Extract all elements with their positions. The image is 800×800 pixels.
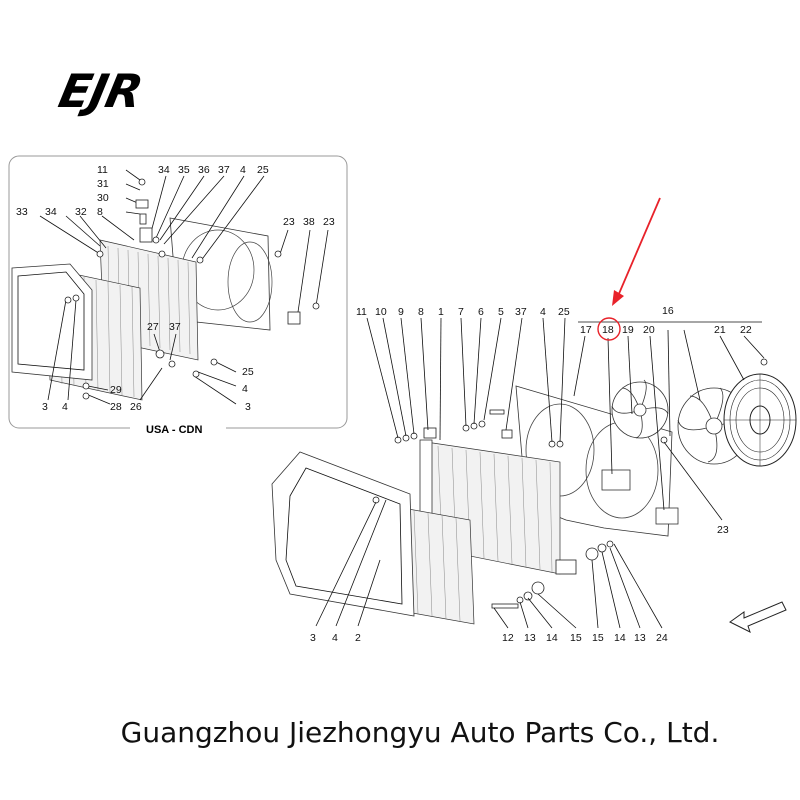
main-label-highlighted: 18 <box>602 324 614 336</box>
main-fan-1 <box>611 379 669 439</box>
inset-label: 25 <box>257 164 269 176</box>
inset-label: 23 <box>283 216 295 228</box>
main-label: 15 <box>570 632 582 644</box>
main-label: 2 <box>355 632 361 644</box>
main-label: 19 <box>622 324 634 336</box>
main-part-labels: 11 10 9 8 1 7 6 5 37 4 25 16 17 18 19 20… <box>310 305 752 644</box>
inset-label: 34 <box>158 164 170 176</box>
inset-label: 8 <box>97 206 103 218</box>
main-label: 1 <box>438 306 444 318</box>
main-label: 13 <box>524 632 536 644</box>
inset-part-labels: 11 31 30 8 33 34 32 34 35 36 37 4 25 23 … <box>16 164 335 413</box>
main-air-duct <box>271 451 415 617</box>
inset-label: 25 <box>242 366 254 378</box>
inset-label: 28 <box>110 401 122 413</box>
main-label: 24 <box>656 632 668 644</box>
main-label: 6 <box>478 306 484 318</box>
main-label: 7 <box>458 306 464 318</box>
main-label: 3 <box>310 632 316 644</box>
inset-label: 4 <box>62 401 68 413</box>
highlight-circle <box>597 317 621 341</box>
main-label: 14 <box>546 632 558 644</box>
inset-hardware <box>64 178 320 400</box>
main-label: 17 <box>580 324 592 336</box>
main-label: 22 <box>740 324 752 336</box>
main-label: 20 <box>643 324 655 336</box>
inset-label: 4 <box>242 383 248 395</box>
company-name: Guangzhou Jiezhongyu Auto Parts Co., Ltd… <box>120 716 720 749</box>
highlight-arrow-shaft <box>617 197 661 297</box>
main-label: 11 <box>356 306 367 318</box>
inset-label: 11 <box>97 164 108 176</box>
inset-label: 33 <box>16 206 28 218</box>
main-label: 10 <box>375 306 387 318</box>
inset-label: 35 <box>178 164 190 176</box>
inset-label: 32 <box>75 206 87 218</box>
main-label: 15 <box>592 632 604 644</box>
inset-label: 4 <box>240 164 246 176</box>
inset-label: 34 <box>45 206 57 218</box>
inset-caption: USA - CDN <box>146 424 202 436</box>
inset-label: 37 <box>169 321 181 333</box>
main-label: 25 <box>558 306 570 318</box>
main-label: 16 <box>662 305 674 317</box>
inset-label: 26 <box>130 401 142 413</box>
main-label: 14 <box>614 632 626 644</box>
inset-label: 23 <box>323 216 335 228</box>
inset-label: 3 <box>42 401 48 413</box>
inset-air-duct <box>11 263 93 381</box>
highlight-arrow-head <box>612 290 624 306</box>
main-label: 4 <box>540 306 546 318</box>
inset-label: 31 <box>97 178 109 190</box>
direction-arrow-icon <box>729 601 787 633</box>
main-label: 12 <box>502 632 514 644</box>
inset-label: 27 <box>147 321 159 333</box>
inset-label: 38 <box>303 216 315 228</box>
main-label: 21 <box>714 324 726 336</box>
main-label: 13 <box>634 632 646 644</box>
main-fan-motor <box>723 373 797 467</box>
main-label: 8 <box>418 306 424 318</box>
inset-label: 37 <box>218 164 230 176</box>
main-label: 4 <box>332 632 338 644</box>
inset-label: 36 <box>198 164 210 176</box>
main-hardware <box>372 358 768 609</box>
inset-leader-lines <box>39 169 329 405</box>
inset-label: 3 <box>245 401 251 413</box>
main-label: 37 <box>515 306 527 318</box>
main-label: 9 <box>398 306 404 318</box>
main-leader-lines <box>315 317 765 629</box>
inset-label: 30 <box>97 192 109 204</box>
main-label: 5 <box>498 306 504 318</box>
main-label: 23 <box>717 524 729 536</box>
inset-label: 29 <box>110 384 122 396</box>
